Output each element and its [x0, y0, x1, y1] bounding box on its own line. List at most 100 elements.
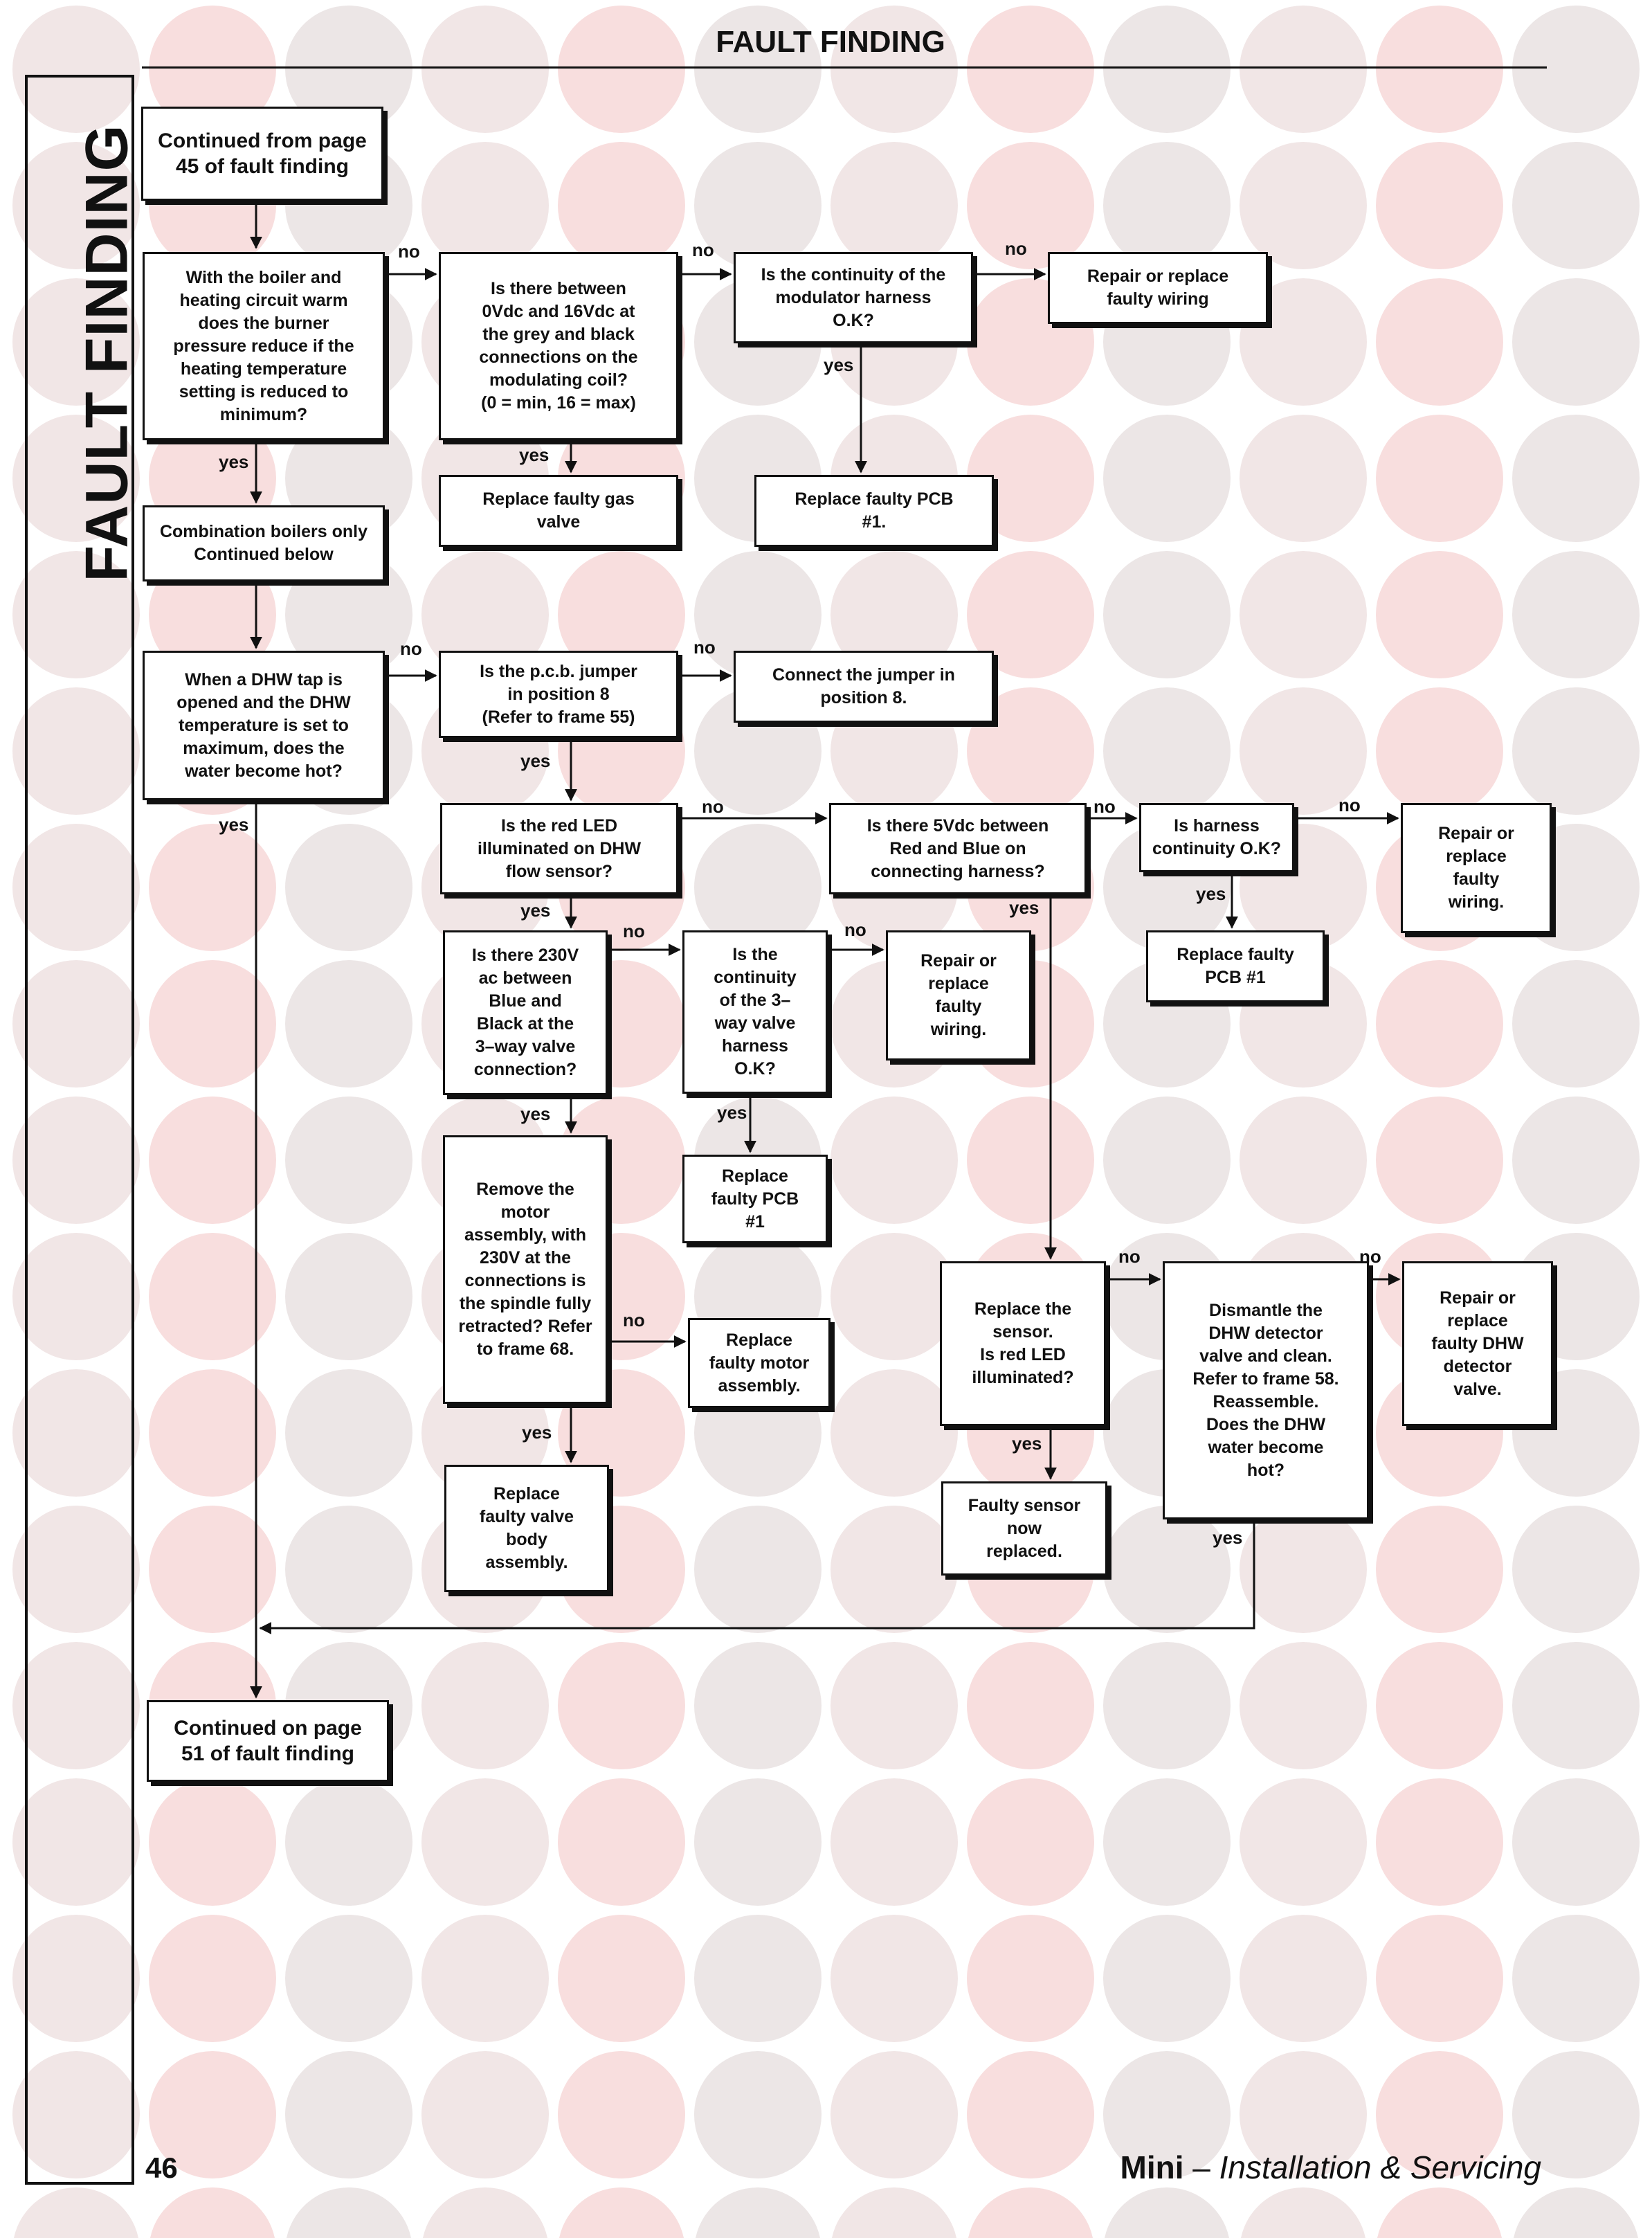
watermark-tile: [1240, 1506, 1367, 1633]
label-yes: yes: [1012, 1433, 1042, 1454]
watermark-tile: [1103, 142, 1231, 269]
watermark-tile: [149, 2051, 276, 2178]
watermark-tile: [1240, 1778, 1367, 1906]
label-no: no: [400, 638, 422, 659]
watermark-tile: [149, 551, 276, 678]
watermark-tile: [1240, 2051, 1367, 2178]
label-yes: yes: [522, 1422, 552, 1443]
dhw-hot-question: When a DHW tap is opened and the DHW tem…: [143, 651, 385, 800]
watermark-tile: [12, 1233, 140, 1360]
watermark-tile: [558, 551, 685, 678]
watermark-tile: [1512, 1642, 1640, 1769]
connect-jumper-box: Connect the jumper in position 8.: [734, 651, 994, 723]
watermark-tile: [285, 551, 412, 678]
watermark-tile: [967, 687, 1094, 815]
watermark-tile: [1376, 415, 1503, 542]
watermark-tile: [1103, 551, 1231, 678]
watermark-tile: [1240, 278, 1367, 406]
watermark-tile: [149, 1097, 276, 1224]
watermark-tile: [694, 6, 822, 133]
modulator-harness-question: Is the continuity of the modulator harne…: [734, 252, 973, 343]
watermark-tile: [421, 142, 549, 269]
watermark-tile: [694, 142, 822, 269]
watermark-tile: [12, 6, 140, 133]
watermark-tile: [558, 6, 685, 133]
pcb-jumper-question: Is the p.c.b. jumper in position 8 (Refe…: [439, 651, 678, 738]
watermark-tile: [694, 1506, 822, 1633]
replace-pcb-box-2: Replace faulty PCB #1: [1146, 930, 1325, 1002]
watermark-tile: [12, 1506, 140, 1633]
watermark-tile: [1376, 278, 1503, 406]
watermark-tile: [1103, 1915, 1231, 2042]
watermark-tile: [12, 278, 140, 406]
watermark-tile: [285, 1097, 412, 1224]
watermark-tile: [285, 1233, 412, 1360]
watermark-tile: [421, 1778, 549, 1906]
watermark-tile: [830, 551, 958, 678]
watermark-tile: [694, 1642, 822, 1769]
watermark-tile: [1376, 1506, 1503, 1633]
watermark-tile: [1376, 1642, 1503, 1769]
watermark-tile: [559, 2187, 684, 2238]
watermark-tile: [421, 2051, 549, 2178]
harness-continuity-question: Is harness continuity O.K?: [1139, 803, 1294, 872]
watermark-tile: [421, 551, 549, 678]
label-no: no: [1005, 238, 1027, 259]
watermark-tile: [149, 960, 276, 1088]
watermark-tile: [1514, 2187, 1638, 2238]
footer-title: Mini – Installation & Servicing: [1120, 2149, 1542, 2186]
watermark-tile: [830, 1097, 958, 1224]
watermark-tile: [285, 824, 412, 951]
watermark-tile: [285, 6, 412, 133]
watermark-tile: [830, 1369, 958, 1497]
watermark-tile: [1240, 142, 1367, 269]
combination-boilers-box: Combination boilers only Continued below: [143, 505, 385, 581]
watermark-tile: [967, 1097, 1094, 1224]
replace-sensor-question: Replace the sensor. Is red LED illuminat…: [940, 1261, 1106, 1426]
watermark-tile: [149, 6, 276, 133]
watermark-tile: [1512, 1915, 1640, 2042]
label-no: no: [623, 1310, 645, 1330]
label-yes: yes: [520, 900, 551, 921]
watermark-tile: [1376, 1778, 1503, 1906]
repair-wiring-box-2: Repair or replace faulty wiring.: [1401, 803, 1552, 933]
title-rule: [142, 66, 1547, 69]
red-led-question: Is the red LED illuminated on DHW flow s…: [440, 803, 678, 894]
watermark-tile: [12, 551, 140, 678]
watermark-tile: [14, 2187, 138, 2238]
motor-spindle-question: Remove the motor assembly, with 230V at …: [443, 1135, 608, 1404]
watermark-tile: [1512, 278, 1640, 406]
watermark-tile: [149, 1369, 276, 1497]
watermark-tile: [832, 2187, 956, 2238]
label-yes: yes: [1009, 897, 1040, 918]
watermark-tile: [12, 1642, 140, 1769]
watermark-tile: [1103, 687, 1231, 815]
footer-subtitle: Installation & Servicing: [1219, 2149, 1541, 2185]
watermark-tile: [967, 551, 1094, 678]
watermark-tile: [1512, 2051, 1640, 2178]
footer-product: Mini: [1120, 2149, 1184, 2185]
watermark-tile: [1105, 2187, 1229, 2238]
watermark-tile: [12, 142, 140, 269]
watermark-tile: [1512, 6, 1640, 133]
watermark-tile: [1512, 687, 1640, 815]
watermark-tile: [285, 960, 412, 1088]
repair-detector-valve-box: Repair or replace faulty DHW detector va…: [1402, 1261, 1553, 1426]
label-no: no: [398, 241, 420, 262]
label-no: no: [693, 637, 716, 658]
watermark-tile: [1512, 415, 1640, 542]
watermark-tile: [1103, 1778, 1231, 1906]
watermark-tile: [12, 415, 140, 542]
watermark-tile: [12, 2051, 140, 2178]
label-no: no: [1338, 795, 1361, 815]
repair-wiring-box-3: Repair or replace faulty wiring.: [886, 930, 1031, 1061]
side-label-text: FAULT FINDING: [73, 124, 140, 582]
watermark-tile: [558, 1778, 685, 1906]
watermark-tile: [830, 1506, 958, 1633]
footer-dash: –: [1183, 2149, 1219, 2185]
watermark-tile: [1376, 1915, 1503, 2042]
watermark-tile: [1103, 1506, 1231, 1633]
label-no: no: [1118, 1246, 1141, 1267]
replace-motor-box: Replace faulty motor assembly.: [688, 1318, 830, 1408]
side-panel: [25, 75, 134, 2185]
